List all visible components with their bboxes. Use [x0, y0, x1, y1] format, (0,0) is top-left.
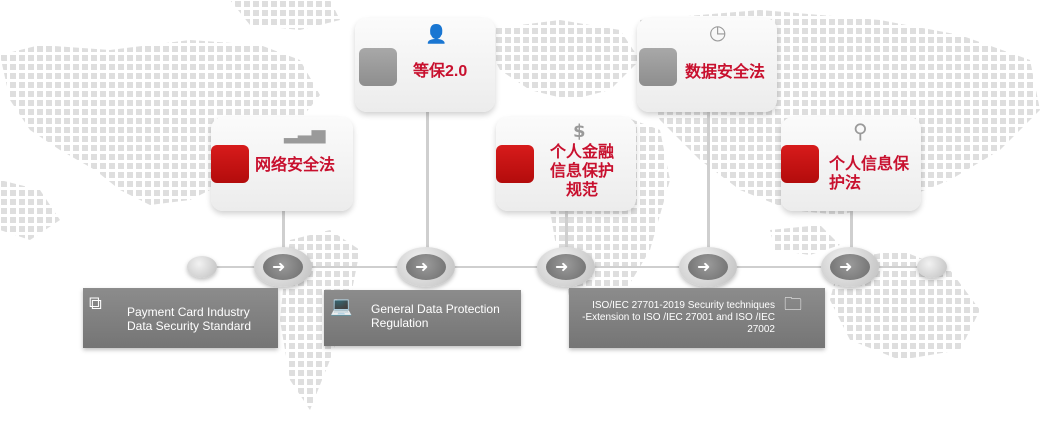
arrow-right-icon: ➜ — [555, 257, 569, 276]
card-tab — [639, 48, 677, 86]
reader-icon: 👤 — [425, 24, 448, 45]
card-title: 个人金融 信息保护 规范 — [550, 144, 615, 199]
clock-icon: ◷ — [709, 20, 727, 44]
laptop-icon: 💻 — [330, 296, 353, 317]
card-personal-financial-info[interactable]: $ 个人金融 信息保护 规范 — [496, 117, 636, 211]
card-title: 网络安全法 — [255, 157, 336, 174]
magnifier-icon: ⚲ — [853, 119, 868, 143]
card-title: 个人信息保 护法 — [829, 156, 910, 192]
standard-label: ISO/IEC 27701-2019 Security techniques -… — [582, 300, 775, 335]
connector-finance — [565, 205, 568, 257]
arrow-right-icon: ➜ — [697, 257, 711, 276]
connector-cyber — [282, 205, 285, 257]
timeline-node-pi[interactable]: ➜ — [821, 247, 879, 287]
card-personal-info-protection-law[interactable]: ⚲ 个人信息保 护法 — [781, 117, 921, 211]
connector-data — [707, 108, 710, 258]
cards-icon: ⧉ — [89, 293, 102, 314]
timeline-node-data[interactable]: ➜ — [679, 247, 737, 287]
card-title: 等保2.0 — [413, 63, 468, 80]
timeline-node-mlps[interactable]: ➜ — [397, 247, 455, 287]
standard-box-gdpr[interactable]: 💻 General Data Protection Regulation — [324, 290, 521, 346]
card-title: 数据安全法 — [685, 64, 766, 81]
dollar-icon: $ — [573, 121, 586, 142]
timeline-node-cyber[interactable]: ➜ — [254, 247, 312, 287]
arrow-right-icon: ➜ — [272, 257, 286, 276]
arrow-right-icon: ➜ — [839, 257, 853, 276]
arrow-right-icon: ➜ — [415, 257, 429, 276]
standard-label: Payment Card Industry Data Security Stan… — [127, 305, 252, 333]
standard-box-pci-dss[interactable]: ⧉ Payment Card Industry Data Security St… — [83, 288, 278, 348]
card-tab — [211, 145, 249, 183]
card-tab — [781, 145, 819, 183]
timeline-end-node — [917, 256, 947, 278]
standard-label: General Data Protection Regulation — [371, 302, 500, 330]
card-data-security-law[interactable]: ◷ 数据安全法 — [637, 18, 777, 112]
folder-icon: 🗀 — [784, 294, 802, 315]
card-tab — [359, 48, 397, 86]
card-mlps[interactable]: 👤 等保2.0 — [355, 18, 495, 112]
card-tab — [496, 145, 534, 183]
standard-box-iso-27701[interactable]: 🗀 ISO/IEC 27701-2019 Security techniques… — [569, 288, 825, 348]
timeline-node-finance[interactable]: ➜ — [537, 247, 595, 287]
card-cyber-security-law[interactable]: ▂▃▅ 网络安全法 — [211, 117, 353, 211]
timeline-start-node — [187, 256, 217, 278]
connector-mlps — [426, 108, 429, 258]
bar-chart-icon: ▂▃▅ — [284, 123, 326, 144]
connector-pi — [850, 205, 853, 257]
